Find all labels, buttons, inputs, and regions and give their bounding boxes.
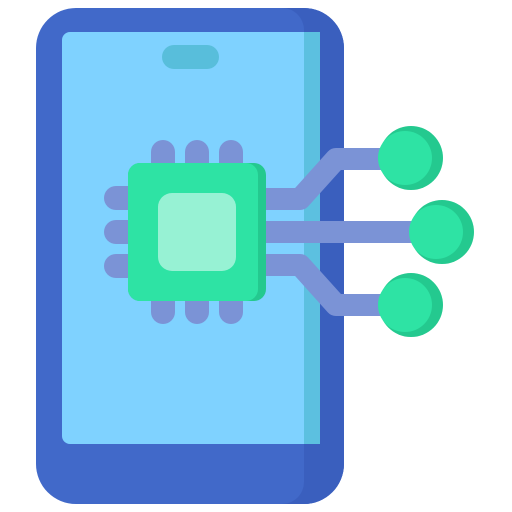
chip-core (158, 193, 236, 271)
speaker-notch (162, 45, 219, 69)
node-bottom (378, 273, 443, 337)
node-middle (409, 200, 474, 264)
trace-bottom (251, 254, 406, 316)
microchip (128, 163, 266, 301)
node-top (378, 126, 443, 190)
trace-top (251, 148, 406, 210)
circuit-traces (251, 148, 441, 316)
circuit-nodes (378, 126, 474, 337)
